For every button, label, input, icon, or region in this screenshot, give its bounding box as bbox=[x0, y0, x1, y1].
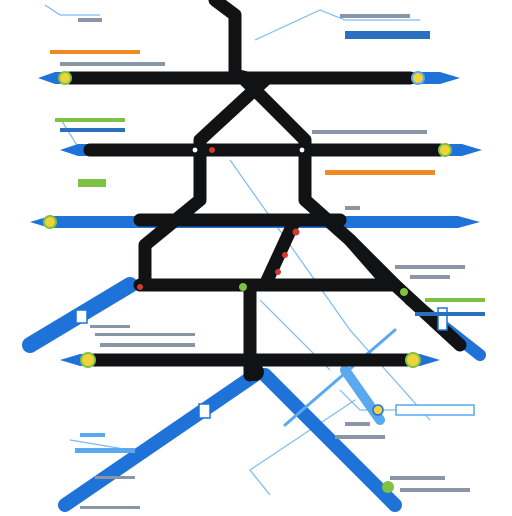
label-blur bbox=[410, 275, 450, 279]
green-badge-icon[interactable] bbox=[78, 179, 106, 187]
label-blur bbox=[345, 31, 430, 39]
document-icon[interactable] bbox=[198, 403, 211, 419]
label-blur bbox=[90, 325, 130, 328]
circle-node-icon[interactable] bbox=[191, 146, 199, 154]
blue-diagonal-bottom-right bbox=[258, 368, 402, 512]
circle-node-icon[interactable] bbox=[80, 352, 96, 368]
label-blur bbox=[80, 433, 105, 437]
red-node-icon[interactable] bbox=[209, 147, 215, 153]
label-blur bbox=[80, 506, 140, 509]
blue-diagonal-bottom-left bbox=[58, 368, 262, 512]
document-icons bbox=[75, 179, 475, 419]
frame-right-branch bbox=[343, 233, 392, 287]
frame-right-diagonal bbox=[238, 73, 467, 352]
black-frame bbox=[63, 0, 467, 382]
label-blur bbox=[75, 448, 135, 453]
frame-left-diagonal bbox=[138, 73, 272, 287]
circle-node-icon[interactable] bbox=[43, 215, 57, 229]
circle-node-icon[interactable] bbox=[246, 363, 264, 381]
label-blur bbox=[55, 118, 125, 122]
label-blur bbox=[395, 265, 465, 269]
circle-node-icon[interactable] bbox=[382, 481, 394, 493]
label-blur bbox=[95, 333, 195, 336]
circle-node-icon[interactable] bbox=[58, 71, 72, 85]
label-blur bbox=[78, 18, 102, 22]
illegible-labels bbox=[50, 14, 485, 509]
document-icon[interactable] bbox=[437, 307, 448, 331]
connector-line bbox=[44, 4, 100, 16]
label-blur bbox=[340, 14, 410, 18]
label-blur bbox=[390, 476, 445, 480]
blue-diagonal-mid bbox=[283, 328, 397, 427]
circle-node-icon[interactable] bbox=[372, 404, 384, 416]
label-blur bbox=[325, 170, 435, 175]
circle-node-icon[interactable] bbox=[411, 71, 425, 85]
document-icon[interactable] bbox=[395, 404, 475, 416]
red-node-icon[interactable] bbox=[282, 252, 288, 258]
label-blur bbox=[312, 130, 427, 134]
document-icon[interactable] bbox=[75, 309, 88, 324]
circle-node-icon[interactable] bbox=[405, 352, 421, 368]
connector-line bbox=[254, 9, 420, 41]
label-blur bbox=[345, 422, 370, 426]
red-node-icon[interactable] bbox=[292, 228, 300, 236]
frame-inner-diagonal bbox=[258, 213, 302, 292]
label-blur bbox=[60, 128, 125, 132]
label-blur bbox=[415, 312, 485, 316]
label-blur bbox=[425, 298, 485, 302]
label-blur bbox=[335, 435, 385, 439]
label-blur bbox=[95, 476, 135, 479]
red-node-icon[interactable] bbox=[275, 269, 281, 275]
label-blur bbox=[50, 50, 140, 54]
node-markers bbox=[43, 71, 452, 493]
label-blur bbox=[60, 62, 165, 66]
circle-node-icon[interactable] bbox=[438, 143, 452, 157]
label-blur bbox=[400, 488, 470, 492]
frame-top-stem bbox=[208, 0, 262, 87]
label-blur bbox=[100, 343, 195, 347]
red-node-icon[interactable] bbox=[137, 284, 143, 290]
circle-node-icon[interactable] bbox=[400, 288, 408, 296]
circle-node-icon[interactable] bbox=[239, 283, 247, 291]
circle-node-icon[interactable] bbox=[298, 146, 306, 154]
label-blur bbox=[345, 206, 360, 210]
